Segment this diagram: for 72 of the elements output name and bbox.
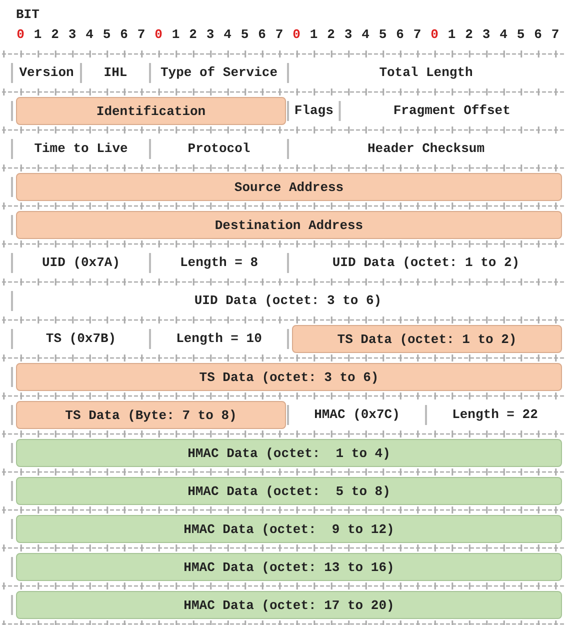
bit-number: 2 (51, 27, 59, 43)
bit-number: 2 (465, 27, 473, 43)
field-label: TS Data (octet: 1 to 2) (337, 332, 517, 346)
bit-number: 2 (189, 27, 197, 43)
field-label: Version (19, 65, 74, 81)
bit-number: 0 (154, 27, 162, 43)
bit-number: 1 (34, 27, 42, 43)
bit-number: 1 (172, 27, 180, 43)
field-label: TS Data (octet: 3 to 6) (199, 370, 379, 384)
field-box (16, 553, 562, 581)
bit-heading: BIT (16, 7, 40, 23)
bit-number: 3 (206, 27, 214, 43)
field-label: HMAC Data (octet: 1 to 4) (188, 446, 390, 460)
field-label: Time to Live (34, 141, 128, 157)
field-box (16, 439, 562, 467)
bit-number: 4 (86, 27, 94, 43)
bit-number: 5 (240, 27, 249, 43)
field-label: HMAC Data (octet: 9 to 12) (184, 522, 394, 536)
field-label: HMAC (0x7C) (314, 407, 400, 423)
bit-number: 4 (224, 27, 232, 43)
field-label: HMAC Data (octet: 13 to 16) (184, 560, 394, 574)
bit-number: 0 (430, 27, 438, 43)
bit-number: 6 (396, 27, 404, 43)
field-label: UID Data (octet: 3 to 6) (194, 293, 382, 309)
bit-number: 1 (310, 27, 318, 43)
bit-number: 3 (68, 27, 76, 43)
field-label: TS (0x7B) (46, 331, 116, 347)
bit-number: 7 (413, 27, 422, 43)
bit-number: 6 (258, 27, 266, 43)
bit-number: 7 (275, 27, 284, 43)
field-label: Identification (96, 104, 206, 118)
field-box (16, 363, 562, 391)
field-box (16, 173, 562, 201)
bit-number: 2 (327, 27, 335, 43)
field-label: Fragment Offset (393, 103, 510, 119)
field-box (16, 211, 562, 239)
field-label: UID Data (octet: 1 to 2) (332, 255, 520, 271)
field-label: HMAC Data (octet: 17 to 20) (184, 598, 394, 612)
field-box (16, 591, 562, 619)
bit-number: 3 (344, 27, 352, 43)
bit-number: 0 (16, 27, 24, 43)
field-label: Header Checksum (367, 141, 485, 157)
bit-number: 1 (448, 27, 456, 43)
field-box (16, 401, 286, 429)
bit-number: 4 (500, 27, 508, 43)
bit-number: 7 (137, 27, 146, 43)
field-label: TS Data (Byte: 7 to 8) (65, 408, 237, 422)
field-box (16, 97, 286, 125)
field-label: HMAC Data (octet: 5 to 8) (188, 484, 390, 498)
field-label: Protocol (188, 141, 250, 157)
field-label: Type of Service (160, 65, 278, 81)
bit-number: 7 (551, 27, 560, 43)
field-label: Length = 22 (452, 407, 538, 423)
field-box (16, 477, 562, 505)
bit-number: 5 (102, 27, 111, 43)
field-label: Total Length (379, 65, 473, 81)
field-label: UID (0x7A) (42, 255, 120, 271)
bit-number: 0 (292, 27, 300, 43)
field-label: Length = 10 (176, 331, 262, 347)
bit-number: 5 (516, 27, 525, 43)
field-label: Length = 8 (180, 255, 258, 271)
bit-number: 3 (482, 27, 490, 43)
bit-number: 4 (362, 27, 370, 43)
field-label: Source Address (234, 180, 344, 194)
bit-number: 6 (534, 27, 542, 43)
field-box (16, 515, 562, 543)
field-label: IHL (104, 65, 128, 81)
bit-number: 6 (120, 27, 128, 43)
bit-number: 5 (378, 27, 387, 43)
field-label: Flags (294, 103, 334, 119)
field-box (292, 325, 562, 353)
field-label: Destination Address (214, 218, 364, 232)
